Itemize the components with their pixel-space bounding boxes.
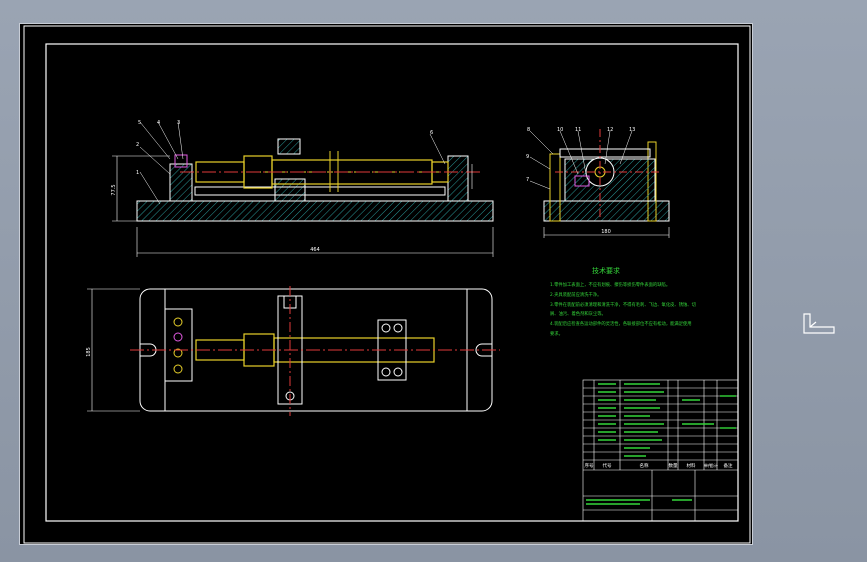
plan-left-block xyxy=(164,308,193,382)
tech-line-5: 4.装配后应检查各运动部件的灵活性，各联接部位不应有松动，能满足使用 xyxy=(550,320,692,327)
tech-line-4: 屑、油污、着色剂和灰尘等。 xyxy=(550,310,606,317)
inner-frame xyxy=(45,43,739,522)
side-view xyxy=(529,129,670,238)
front-center-block xyxy=(274,178,306,202)
front-view xyxy=(112,138,494,257)
balloon-front-2: 2 xyxy=(136,142,139,148)
side-left-post xyxy=(549,153,561,222)
front-right-block xyxy=(447,155,469,202)
drawing-viewport[interactable]: 464 77.5 5 4 3 2 1 6 xyxy=(19,23,753,545)
front-center-support xyxy=(277,138,301,155)
balloon-side-10: 10 xyxy=(557,127,563,133)
balloon-front-3: 3 xyxy=(177,120,180,126)
cad-drawing: 464 77.5 5 4 3 2 1 6 xyxy=(23,25,751,544)
plan-view xyxy=(87,286,500,416)
parts-list-rows xyxy=(586,383,736,505)
front-rail xyxy=(194,186,446,196)
ucs-icon xyxy=(803,313,835,334)
balloon-side-9: 9 xyxy=(526,154,529,160)
header-name: 名称 xyxy=(640,462,649,469)
balloon-side-8: 8 xyxy=(527,127,530,133)
front-balloons xyxy=(139,121,446,205)
balloon-front-4: 4 xyxy=(157,120,160,126)
tech-line-1: 1.零件加工表面上，不应有划痕、擦伤等损伤零件表面的缺陷。 xyxy=(550,281,670,288)
outer-frame xyxy=(23,25,751,544)
dim-front-width: 464 xyxy=(310,247,320,253)
header-unit: 单件 xyxy=(704,462,712,468)
header-seq: 序号 xyxy=(585,462,594,469)
tech-line-2: 2.夹具装配前应清洗干净。 xyxy=(550,291,601,298)
parts-list xyxy=(582,379,739,522)
header-code: 代号 xyxy=(603,462,612,469)
balloon-side-11: 11 xyxy=(575,127,581,133)
plan-right-slot xyxy=(475,343,492,357)
balloon-front-1: 1 xyxy=(136,170,139,176)
front-left-block xyxy=(169,163,193,202)
header-material: 材料 xyxy=(687,462,696,469)
front-base-plate xyxy=(136,200,494,222)
tech-line-3: 3.零件在装配前必须清理和清洗干净，不得有毛刺、飞边、氧化皮、锈蚀、切 xyxy=(550,301,697,308)
tech-title: 技术要求 xyxy=(592,266,620,275)
dim-front-height: 77.5 xyxy=(111,184,117,195)
balloon-side-13: 13 xyxy=(629,127,635,133)
tech-line-6: 要求。 xyxy=(550,330,563,337)
dim-plan-height: 185 xyxy=(86,347,92,357)
balloon-front-5: 5 xyxy=(138,120,141,126)
side-top-plate xyxy=(559,148,651,158)
header-note: 备注 xyxy=(724,462,733,469)
dim-side-width: 180 xyxy=(601,229,611,235)
balloon-front-6: 6 xyxy=(430,130,433,136)
balloon-side-7: 7 xyxy=(526,177,529,183)
side-base-plate xyxy=(543,200,670,222)
header-qty: 数量 xyxy=(669,462,678,469)
header-total: 总计 xyxy=(710,462,718,468)
balloon-side-12: 12 xyxy=(607,127,613,133)
